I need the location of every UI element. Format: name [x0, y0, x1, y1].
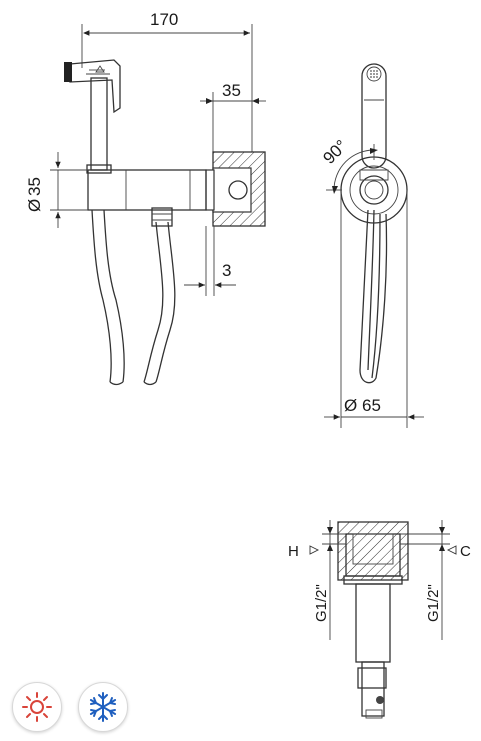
dimension-diameter-35-symbol: Ø — [25, 199, 44, 212]
spray-handle — [64, 59, 121, 174]
cold-connection-label: C — [460, 543, 471, 560]
wall-section — [205, 151, 266, 227]
front-view: 90° Ø 65 — [319, 63, 424, 428]
dimension-diameter-65-symbol: Ø — [344, 396, 357, 415]
dimension-3-label: 3 — [222, 261, 231, 280]
thread-label-left: G1/2" — [313, 584, 330, 622]
hose — [91, 207, 176, 386]
hot-connection-label: H — [288, 543, 299, 560]
dimension-170-label: 170 — [150, 10, 178, 29]
dimension-35-wall: 35 — [200, 81, 266, 152]
dimension-angle-90: 90° — [319, 136, 378, 194]
dimension-170: 170 — [81, 10, 253, 152]
dimension-angle-90-label: 90° — [319, 136, 351, 168]
dimension-diameter-35-label: 35 — [25, 177, 44, 196]
dimension-3: 3 — [184, 226, 236, 296]
dimension-diameter-35: Ø 35 — [25, 152, 88, 228]
hot-water-icon — [12, 682, 62, 732]
cold-water-icon — [78, 682, 128, 732]
dimension-diameter-65-label: 65 — [362, 396, 381, 415]
mixer-body — [87, 169, 207, 211]
dimension-35-wall-label: 35 — [222, 81, 241, 100]
side-view: 170 35 — [25, 10, 266, 386]
thread-label-right: G1/2" — [425, 584, 442, 622]
connection-detail: H C G1/2" G1/2" — [288, 520, 471, 719]
dimension-diameter-65: Ø 65 — [324, 190, 424, 428]
